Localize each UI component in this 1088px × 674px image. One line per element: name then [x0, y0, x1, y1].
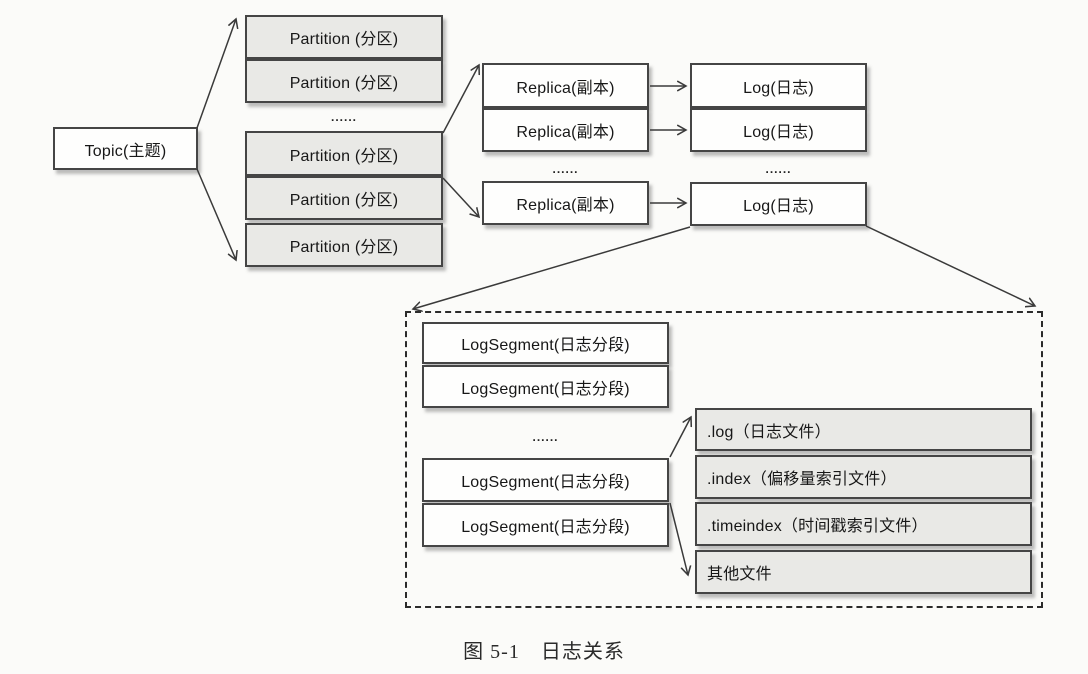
partition-node-5: Partition (分区) — [245, 223, 443, 267]
partition-label: Partition (分区) — [289, 147, 399, 165]
partition-label: Partition (分区) — [289, 239, 399, 256]
arrow-partition3-to-replica3 — [442, 177, 479, 217]
file-node-index: .index（偏移量索引文件） — [695, 455, 1032, 499]
replica-node-2: Replica(副本) — [482, 108, 649, 152]
log-label: Log(日志) — [743, 79, 814, 97]
partition-node-4: Partition (分区) — [245, 176, 443, 220]
log-label: Log(日志) — [743, 198, 814, 215]
partition-node-3: Partition (分区) — [245, 131, 443, 176]
replica-label: Replica(副本) — [516, 197, 615, 214]
arrow-log3-to-dashed-right — [865, 225, 1035, 306]
topic-label: Topic(主题) — [84, 142, 167, 160]
file-node-other: 其他文件 — [695, 550, 1032, 594]
file-label: 其他文件 — [707, 566, 772, 583]
logsegment-label: LogSegment(日志分段) — [461, 380, 630, 398]
partition-node-2: Partition (分区) — [245, 59, 443, 103]
replica-node-1: Replica(副本) — [482, 63, 649, 108]
partition-label: Partition (分区) — [289, 75, 399, 92]
figure-caption: 图 5-1 日志关系 — [463, 641, 625, 663]
replica-ellipsis: ...... — [552, 162, 579, 176]
logsegment-label: LogSegment(日志分段) — [461, 337, 630, 354]
replica-label: Replica(副本) — [516, 79, 615, 97]
arrow-log3-to-dashed-left — [413, 226, 691, 309]
partition-label: Partition (分区) — [289, 31, 399, 48]
arrow-topic-to-partition5 — [196, 168, 236, 260]
partition-ellipsis: ...... — [330, 110, 357, 124]
logsegment-node-4: LogSegment(日志分段) — [422, 503, 669, 547]
file-node-log: .log（日志文件） — [695, 408, 1032, 451]
partition-node-1: Partition (分区) — [245, 15, 443, 59]
log-ellipsis: ...... — [765, 162, 792, 176]
file-label: .log（日志文件） — [707, 423, 831, 441]
logsegment-ellipsis: ...... — [532, 430, 559, 444]
topic-node: Topic(主题) — [53, 127, 198, 170]
file-label: .index（偏移量索引文件） — [707, 471, 897, 488]
file-node-timeindex: .timeindex（时间戳索引文件） — [695, 502, 1032, 546]
arrow-topic-to-partition1 — [196, 19, 236, 129]
log-node-1: Log(日志) — [690, 63, 867, 108]
log-detail-dashed-region — [405, 311, 1043, 608]
replica-label: Replica(副本) — [516, 124, 615, 141]
logsegment-node-2: LogSegment(日志分段) — [422, 365, 669, 408]
log-node-2: Log(日志) — [690, 108, 867, 152]
log-node-3: Log(日志) — [690, 182, 867, 226]
logsegment-label: LogSegment(日志分段) — [461, 519, 630, 536]
logsegment-node-1: LogSegment(日志分段) — [422, 322, 669, 364]
logsegment-label: LogSegment(日志分段) — [461, 474, 630, 491]
logsegment-node-3: LogSegment(日志分段) — [422, 458, 669, 502]
file-label: .timeindex（时间戳索引文件） — [707, 518, 928, 535]
partition-label: Partition (分区) — [289, 192, 399, 209]
arrow-partition3-to-replica1 — [442, 65, 479, 134]
replica-node-3: Replica(副本) — [482, 181, 649, 225]
log-label: Log(日志) — [743, 124, 814, 141]
